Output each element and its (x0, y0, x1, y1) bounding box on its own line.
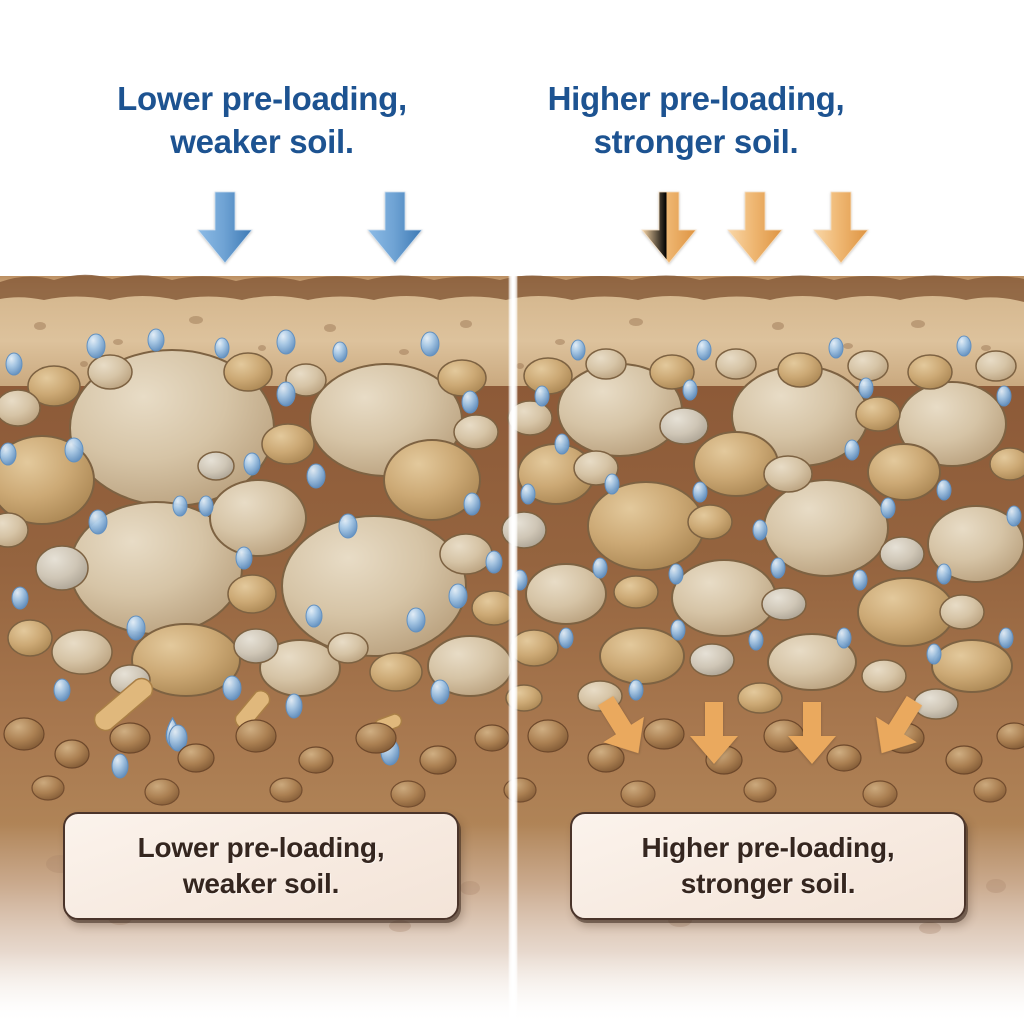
caption-plate-right: Higher pre-loading, stronger soil. (570, 812, 966, 920)
headline-left: Lower pre-loading, weaker soil. (117, 80, 407, 160)
compaction-arrow-4 (858, 685, 937, 769)
caption-plate-left: Lower pre-loading, weaker soil. (63, 812, 459, 920)
panel-divider (508, 0, 518, 1024)
load-arrow-orange-1 (640, 190, 698, 265)
caption-text-left: Lower pre-loading, weaker soil. (137, 832, 385, 899)
compaction-arrow-2 (688, 700, 740, 766)
compaction-arrow-1 (582, 685, 661, 769)
headline-right: Higher pre-loading, stronger soil. (547, 80, 845, 160)
load-arrow-blue-1 (196, 190, 254, 265)
load-arrow-orange-3 (812, 190, 870, 265)
load-arrow-blue-2 (366, 190, 424, 265)
compaction-arrow-3 (786, 700, 838, 766)
caption-text-right: Higher pre-loading, stronger soil. (641, 832, 895, 899)
load-arrow-orange-2 (726, 190, 784, 265)
